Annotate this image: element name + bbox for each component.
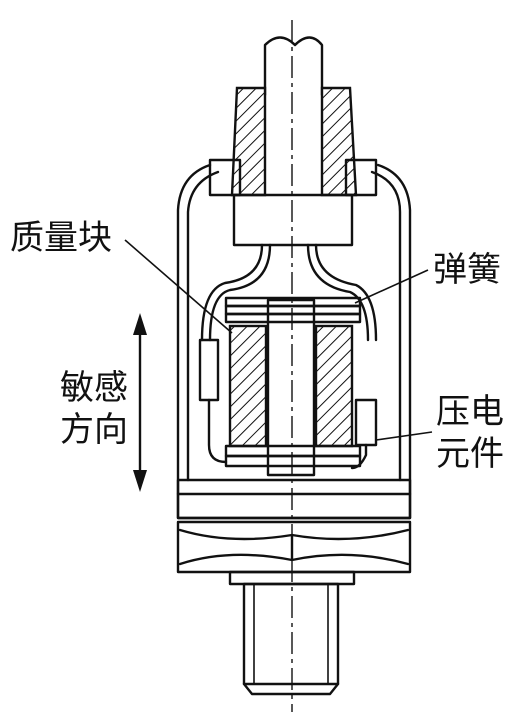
top-nut bbox=[208, 158, 378, 247]
mass-block bbox=[228, 324, 354, 448]
spring-label: 弹簧 bbox=[433, 250, 501, 290]
cable-sleeve bbox=[230, 86, 358, 197]
spring bbox=[224, 296, 362, 324]
base-plate bbox=[176, 478, 412, 520]
direction-label-line1: 敏感 bbox=[60, 368, 128, 408]
piezo-label-line1: 压电 bbox=[436, 392, 504, 432]
piezo-elements bbox=[198, 338, 378, 470]
center-post bbox=[266, 298, 316, 477]
bottom-nut bbox=[176, 520, 412, 574]
cable bbox=[263, 36, 324, 97]
threaded-stud bbox=[228, 570, 356, 696]
direction-arrow bbox=[133, 313, 147, 492]
direction-label-line2: 方向 bbox=[60, 410, 128, 450]
leader-lines bbox=[124, 239, 433, 441]
mass-label: 质量块 bbox=[10, 218, 112, 258]
piezo-label-line2: 元件 bbox=[436, 434, 504, 474]
